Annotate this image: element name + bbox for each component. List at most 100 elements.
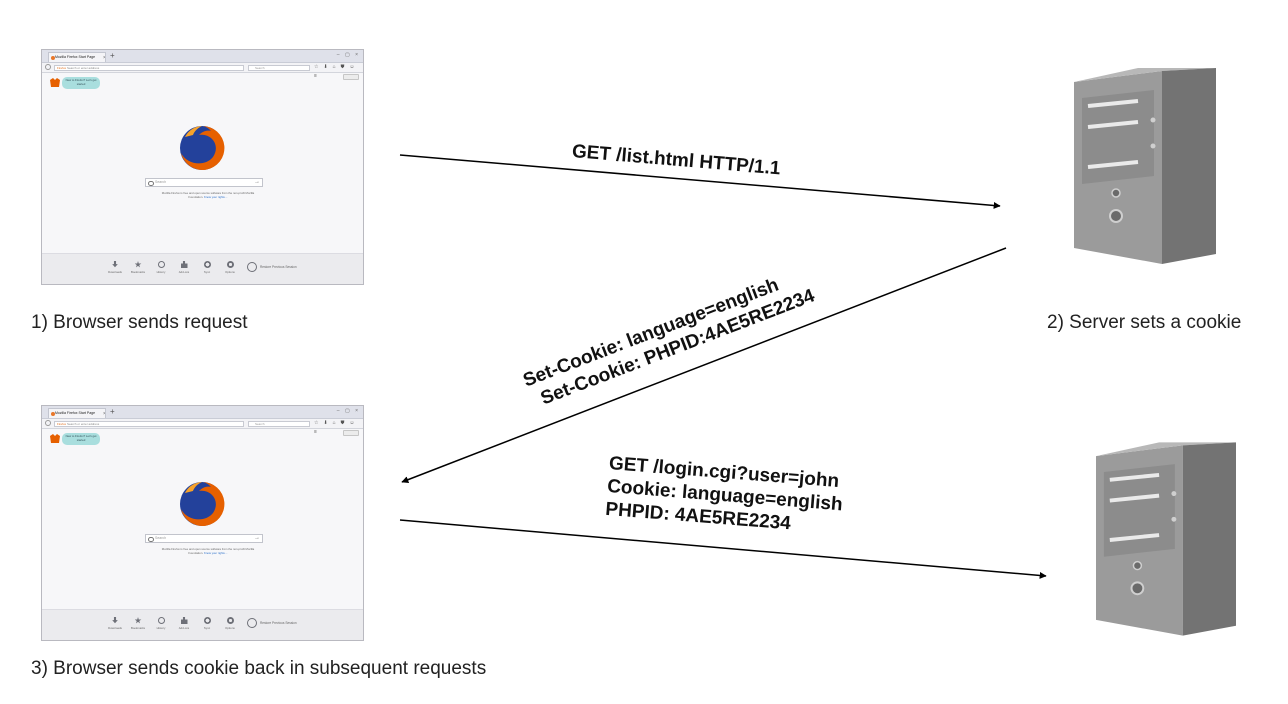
toolbar-icons[interactable]: ☆ ⬇ ⌂ ⛊ ☺ ≡ <box>314 64 357 79</box>
sync-icon <box>203 261 211 268</box>
url-brand: Firefox <box>57 65 67 70</box>
history-icon <box>157 617 165 624</box>
close-tab-icon[interactable]: × <box>103 55 106 61</box>
snippet-body: Mozilla Firefox is free and open source … <box>161 191 255 199</box>
search-icon <box>148 180 154 186</box>
snippet-link[interactable]: Know your rights… <box>203 195 228 199</box>
footer-downloads[interactable]: Downloads <box>104 617 126 630</box>
sync-icon <box>203 617 211 624</box>
firefox-logo-icon <box>180 125 225 170</box>
onboarding-bubble[interactable]: New to Firefox? Let's get started <box>62 77 100 89</box>
start-page-content: New to Firefox? Let's get started Search… <box>42 72 363 254</box>
search-go-button[interactable]: → <box>254 534 260 541</box>
response-arrow <box>401 247 1007 483</box>
firefox-favicon-icon <box>50 55 55 60</box>
footer-options[interactable]: Options <box>219 617 241 630</box>
nav-bar: Firefox Search or enter address Search ☆… <box>42 63 363 79</box>
back-button[interactable] <box>45 420 51 426</box>
url-brand: Firefox <box>57 421 67 426</box>
browser-window-1: Mozilla Firefox Start Page × + – ▢ × Fir… <box>41 49 364 285</box>
address-bar[interactable]: Firefox Search or enter address <box>54 420 244 427</box>
restore-session-label: Restore Previous Session <box>260 265 297 269</box>
mascot-icon <box>50 434 60 443</box>
downloads-icon <box>112 617 118 624</box>
footer-bookmarks-label: Bookmarks <box>131 270 145 274</box>
gear-icon <box>226 617 234 624</box>
restore-session-icon <box>247 262 257 272</box>
restore-button[interactable] <box>343 74 359 80</box>
server-icon <box>1074 68 1216 264</box>
launcher-footer: Downloads Bookmarks History Add-ons Sync… <box>42 253 363 284</box>
footer-history[interactable]: History <box>150 261 172 274</box>
tab-title: Mozilla Firefox Start Page <box>55 55 96 59</box>
window-controls[interactable]: – ▢ × <box>336 408 360 414</box>
firefox-favicon-icon <box>50 411 55 416</box>
bookmarks-icon <box>134 617 142 624</box>
new-tab-button[interactable]: + <box>110 51 115 60</box>
snippet-text: Mozilla Firefox is free and open source … <box>158 547 258 555</box>
restore-session-icon <box>247 618 257 628</box>
footer-addons[interactable]: Add-ons <box>173 617 195 630</box>
page-search-input[interactable]: Search → <box>145 178 263 187</box>
tab-bar: Mozilla Firefox Start Page × + – ▢ × <box>42 50 363 63</box>
restore-session-label: Restore Previous Session <box>260 621 297 625</box>
page-search-placeholder: Search <box>155 180 167 184</box>
caption-step-1: 1) Browser sends request <box>31 312 248 333</box>
restore-button[interactable] <box>343 430 359 436</box>
footer-downloads-label: Downloads <box>108 270 122 274</box>
browser-tab[interactable]: Mozilla Firefox Start Page × <box>48 408 106 418</box>
tab-title: Mozilla Firefox Start Page <box>55 411 96 415</box>
footer-downloads[interactable]: Downloads <box>104 261 126 274</box>
caption-step-2: 2) Server sets a cookie <box>1047 312 1242 333</box>
footer-sync-label: Sync <box>203 270 211 274</box>
history-icon <box>157 261 165 268</box>
footer-history-label: History <box>156 270 166 274</box>
followup-arrow <box>399 519 1047 579</box>
toolbar-search-input[interactable]: Search <box>248 64 310 71</box>
gear-icon <box>226 261 234 268</box>
toolbar-search-input[interactable]: Search <box>248 420 310 427</box>
footer-history-label: History <box>156 626 166 630</box>
footer-options[interactable]: Options <box>219 261 241 274</box>
footer-bookmarks-label: Bookmarks <box>131 626 145 630</box>
footer-addons-label: Add-ons <box>178 270 190 274</box>
footer-bookmarks[interactable]: Bookmarks <box>127 617 149 630</box>
server-icon <box>1096 442 1236 636</box>
start-page-content: New to Firefox? Let's get started Search… <box>42 428 363 610</box>
address-bar[interactable]: Firefox Search or enter address <box>54 64 244 71</box>
footer-sync[interactable]: Sync <box>196 617 218 630</box>
restore-session-button[interactable]: Restore Previous Session <box>247 262 307 272</box>
toolbar-icons[interactable]: ☆ ⬇ ⌂ ⛊ ☺ ≡ <box>314 420 357 435</box>
footer-sync[interactable]: Sync <box>196 261 218 274</box>
firefox-logo-icon <box>180 481 225 526</box>
restore-session-button[interactable]: Restore Previous Session <box>247 618 307 628</box>
close-tab-icon[interactable]: × <box>103 411 106 417</box>
footer-addons-label: Add-ons <box>178 626 190 630</box>
addons-icon <box>180 617 188 624</box>
footer-history[interactable]: History <box>150 617 172 630</box>
window-controls[interactable]: – ▢ × <box>336 52 360 58</box>
search-go-button[interactable]: → <box>254 178 260 185</box>
url-placeholder: Search or enter address <box>67 421 100 426</box>
snippet-body: Mozilla Firefox is free and open source … <box>161 547 255 555</box>
snippet-text: Mozilla Firefox is free and open source … <box>158 191 258 199</box>
url-placeholder: Search or enter address <box>67 65 100 70</box>
footer-options-label: Options <box>225 626 235 630</box>
footer-bookmarks[interactable]: Bookmarks <box>127 261 149 274</box>
new-tab-button[interactable]: + <box>110 407 115 416</box>
page-search-input[interactable]: Search → <box>145 534 263 543</box>
browser-window-2: Mozilla Firefox Start Page × + – ▢ × Fir… <box>41 405 364 641</box>
caption-step-3: 3) Browser sends cookie back in subseque… <box>31 658 487 679</box>
footer-sync-label: Sync <box>203 626 211 630</box>
onboarding-bubble[interactable]: New to Firefox? Let's get started <box>62 433 100 445</box>
footer-addons[interactable]: Add-ons <box>173 261 195 274</box>
downloads-icon <box>112 261 118 268</box>
back-button[interactable] <box>45 64 51 70</box>
mascot-icon <box>50 78 60 87</box>
addons-icon <box>180 261 188 268</box>
snippet-link[interactable]: Know your rights… <box>203 551 228 555</box>
browser-tab[interactable]: Mozilla Firefox Start Page × <box>48 52 106 62</box>
request-arrow <box>399 154 1001 209</box>
tab-bar: Mozilla Firefox Start Page × + – ▢ × <box>42 406 363 419</box>
